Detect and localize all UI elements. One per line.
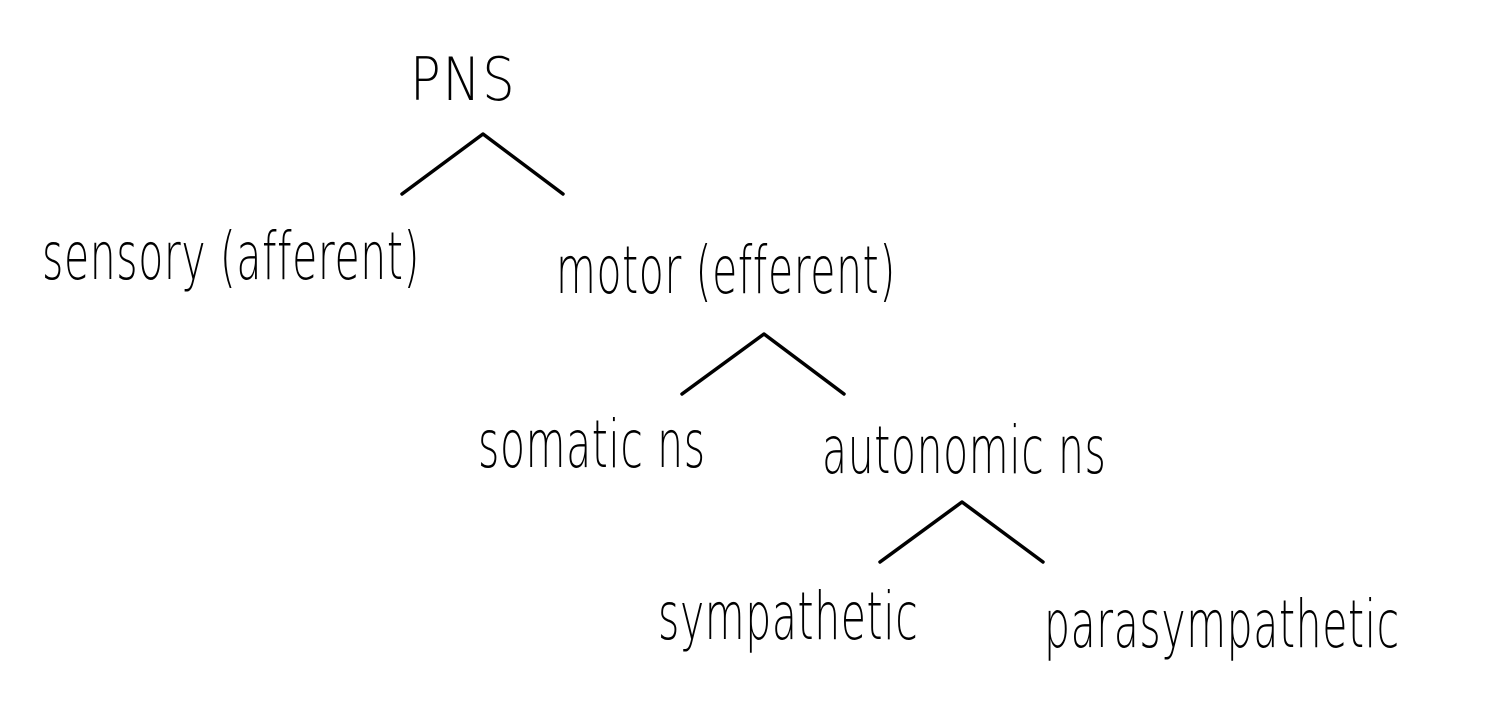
node-sympathetic: sympathetic: [658, 578, 919, 655]
node-parasympathetic: parasympathetic: [1044, 586, 1400, 663]
node-somatic-ns: somatic ns: [478, 406, 706, 483]
node-sensory-afferent: sensory (afferent): [42, 218, 421, 295]
node-pns: PNS: [410, 45, 517, 115]
branch-pns-to-sensory-motor: [400, 132, 565, 196]
node-autonomic-ns: autonomic ns: [822, 412, 1107, 489]
branch-motor-to-somatic-autonomic: [680, 332, 846, 396]
branch-autonomic-to-sympathetic-parasympathetic: [878, 500, 1045, 564]
node-motor-efferent: motor (efferent): [556, 232, 896, 309]
